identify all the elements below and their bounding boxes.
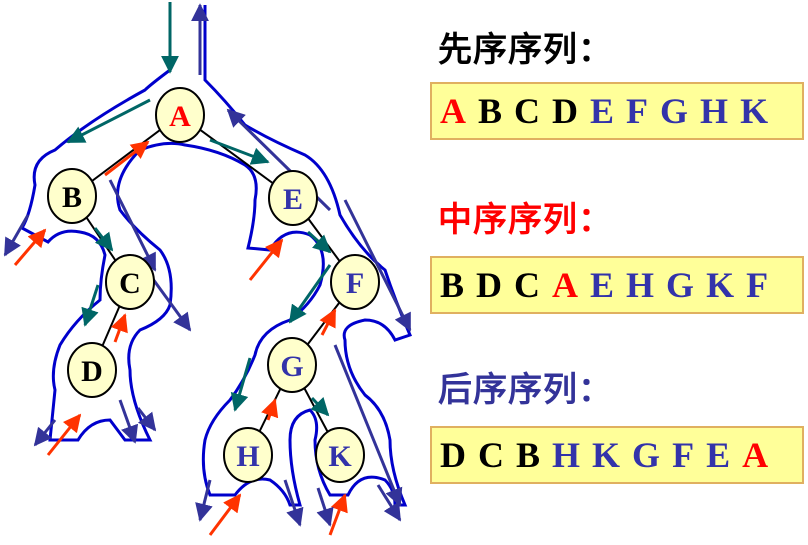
tree-nodes: A B C D E F G H K (47, 87, 380, 483)
sequence-letter: H (700, 91, 729, 131)
sequence-letter: A (742, 435, 769, 475)
preorder-arrow (310, 396, 330, 417)
inorder-arrow (46, 413, 82, 456)
sequence-letter: K (740, 91, 769, 131)
inorder-arrow (208, 493, 242, 536)
postorder-arrow (148, 274, 192, 332)
tree-node-e: E (268, 170, 318, 226)
postorder-arrow (3, 214, 30, 257)
preorder-arrow (230, 357, 252, 412)
sequence-letter: B (478, 91, 503, 131)
sequence-letter: C (514, 265, 541, 305)
postorder-arrow (316, 487, 334, 527)
node-label: F (346, 267, 364, 300)
node-label: H (236, 440, 259, 473)
sequence-letter: C (478, 435, 504, 475)
postorder-arrow (118, 399, 139, 444)
tree-node-a: A (155, 87, 205, 143)
node-circle (155, 87, 205, 143)
node-label: C (119, 267, 141, 300)
sequence-letter: F (672, 435, 695, 475)
sequence-letter: F (626, 91, 649, 131)
postorder-arrow (195, 479, 213, 522)
tree-node-k: K (315, 427, 365, 483)
node-circle (315, 427, 365, 483)
node-circle (268, 170, 318, 226)
postorder-arrow (108, 179, 157, 272)
sequence-letter: A (440, 91, 466, 131)
tree-node-c: C (105, 254, 155, 310)
postorder-arrow (283, 479, 304, 527)
tree-node-d: D (67, 342, 117, 398)
tree-node-g: G (267, 337, 317, 393)
binary-tree-diagram: A B C D E F G H K (3, 2, 413, 536)
sequence-letter: D (476, 265, 503, 305)
sequence-letter: E (590, 91, 615, 131)
inorder-arrows (13, 140, 348, 536)
sequence-letter: G (632, 435, 661, 475)
inorder-arrow (261, 398, 279, 421)
node-circle (47, 168, 97, 224)
preorder-arrow (209, 138, 270, 165)
sequence-letter: K (706, 265, 735, 305)
sequence-letter: A (552, 265, 579, 305)
inorder-arrow (319, 308, 337, 336)
node-circle (223, 427, 273, 483)
preorder-arrows (66, 2, 332, 417)
sequence-letter: K (592, 435, 621, 475)
postorder-arrows (3, 3, 412, 527)
sequence-letter: B (440, 265, 465, 305)
node-label: B (62, 181, 82, 214)
inorder-arrow (248, 238, 284, 281)
node-circle (267, 337, 317, 393)
node-label: K (328, 440, 352, 473)
postorder-arrow (33, 419, 57, 447)
inorder-arrow (104, 140, 150, 177)
inorder-arrow (13, 228, 47, 266)
sequence-letter: G (666, 265, 695, 305)
traversal-contour (19, 2, 413, 507)
node-label: E (283, 183, 303, 216)
inorder-arrow (110, 313, 128, 343)
inorder-arrow (328, 493, 348, 536)
sequence-letter: C (514, 91, 541, 131)
sequence-letter: D (552, 91, 579, 131)
preorder-arrow (288, 264, 332, 324)
node-label: G (280, 350, 303, 383)
sequence-letter: H (552, 435, 581, 475)
preorder-arrow (81, 284, 100, 327)
sequence-letter: E (706, 435, 731, 475)
tree-node-f: F (330, 254, 380, 310)
preorder-arrow (306, 230, 332, 254)
node-circle (67, 342, 117, 398)
sequence-letter: F (746, 265, 769, 305)
postorder-arrow (343, 199, 412, 332)
node-circle (330, 254, 380, 310)
tree-node-b: B (47, 168, 97, 224)
sequence-letter: G (660, 91, 689, 131)
postorder-arrow (376, 484, 402, 522)
postorder-arrow (136, 407, 157, 432)
preorder-title: 先序序列： (438, 30, 613, 70)
tree-node-h: H (223, 427, 273, 483)
node-label: A (169, 100, 191, 133)
preorder-arrow (66, 98, 151, 144)
inorder-title: 中序序列： (438, 200, 613, 240)
node-circle (105, 254, 155, 310)
sequence-letter: E (590, 265, 615, 305)
postorder-arrow (333, 344, 403, 507)
node-label: D (81, 355, 103, 388)
sequence-letter: D (440, 435, 466, 475)
sequence-letter: B (516, 435, 541, 475)
postorder-title: 后序序列： (438, 370, 613, 410)
preorder-arrow (93, 227, 114, 252)
sequence-letter: H (626, 265, 655, 305)
